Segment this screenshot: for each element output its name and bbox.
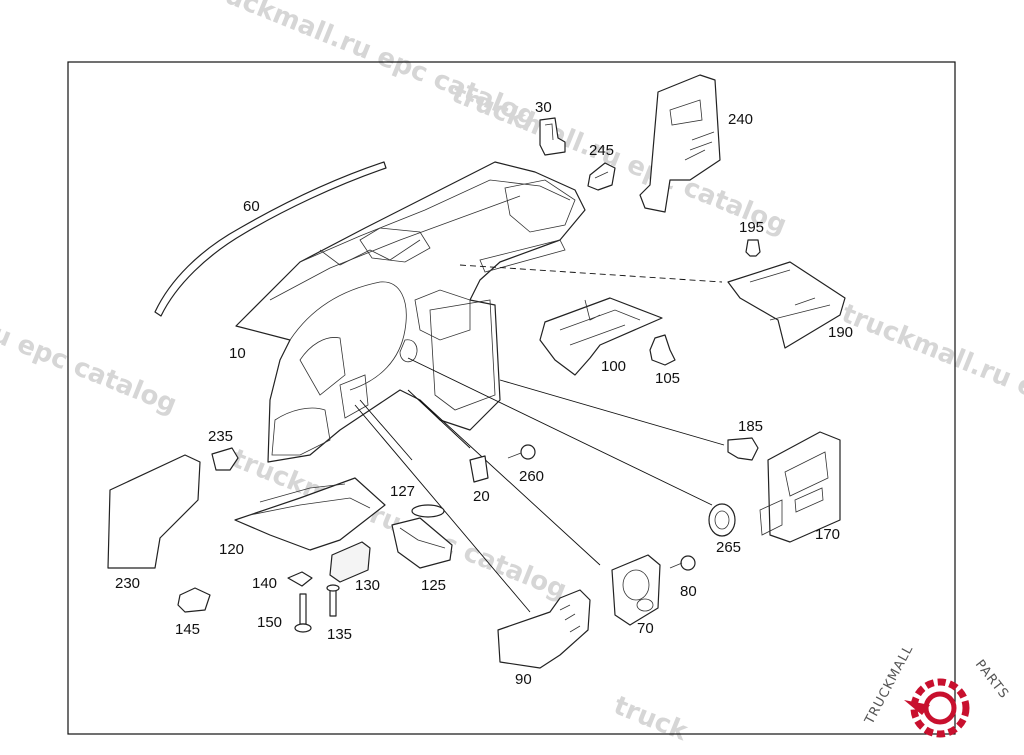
label-185: 185 bbox=[738, 418, 763, 435]
part-127-cap bbox=[411, 504, 445, 518]
part-190-cover bbox=[727, 261, 846, 349]
part-20-bracket bbox=[469, 455, 489, 483]
part-265-ring bbox=[708, 503, 736, 537]
leader-70 bbox=[419, 399, 601, 566]
part-10-dashboard bbox=[235, 161, 586, 463]
label-125: 125 bbox=[421, 577, 446, 594]
part-145-clip bbox=[177, 587, 211, 613]
leader-20 bbox=[407, 389, 471, 449]
label-230: 230 bbox=[115, 575, 140, 592]
part-30-bracket bbox=[539, 117, 566, 156]
part-185-clip bbox=[727, 437, 759, 461]
part-140-washer bbox=[287, 571, 313, 587]
logo-text-part1: TRUCKMALL bbox=[862, 642, 917, 727]
part-125-housing bbox=[391, 517, 453, 569]
label-135: 135 bbox=[327, 626, 352, 643]
part-260-nut bbox=[507, 444, 536, 460]
part-235-clip bbox=[211, 447, 239, 471]
part-150-screw bbox=[294, 593, 312, 633]
watermark-text-bottom2: truck bbox=[609, 691, 692, 748]
label-260: 260 bbox=[519, 468, 544, 485]
label-265: 265 bbox=[716, 539, 741, 556]
part-240-side-panel bbox=[639, 74, 721, 213]
part-labels: 30 245 240 60 195 190 10 100 105 185 235… bbox=[115, 99, 853, 688]
label-235: 235 bbox=[208, 428, 233, 445]
watermark-text-left: u epc catalog bbox=[0, 319, 181, 420]
label-190: 190 bbox=[828, 324, 853, 341]
label-170: 170 bbox=[815, 526, 840, 543]
part-230-mat bbox=[107, 454, 201, 569]
label-195: 195 bbox=[739, 219, 764, 236]
part-60-trim-strip bbox=[154, 161, 387, 317]
watermark-text-right: truckmall.ru e bbox=[837, 299, 1024, 404]
label-150: 150 bbox=[257, 614, 282, 631]
part-105-screw bbox=[649, 334, 676, 366]
part-245-clip bbox=[587, 162, 616, 191]
label-20: 20 bbox=[473, 488, 490, 505]
leader-265 bbox=[407, 357, 713, 506]
part-170-switch-panel bbox=[759, 431, 841, 543]
label-80: 80 bbox=[680, 583, 697, 600]
part-80-screw bbox=[669, 555, 696, 571]
part-130-switch bbox=[329, 541, 371, 583]
label-127: 127 bbox=[390, 483, 415, 500]
label-105: 105 bbox=[655, 370, 680, 387]
truckmallparts-logo: TRUCKMALL PARTS bbox=[862, 642, 1012, 738]
label-245: 245 bbox=[589, 142, 614, 159]
part-70-switch-unit bbox=[611, 554, 661, 626]
part-195-bulb bbox=[745, 239, 761, 257]
part-90-side-cover bbox=[497, 589, 591, 669]
leader-120 bbox=[359, 399, 413, 461]
label-240: 240 bbox=[728, 111, 753, 128]
label-145: 145 bbox=[175, 621, 200, 638]
part-100-frame bbox=[539, 297, 663, 376]
dashed-leader-190 bbox=[459, 264, 723, 283]
diagram-frame bbox=[67, 61, 956, 735]
label-30: 30 bbox=[535, 99, 552, 116]
part-135-bolt bbox=[326, 584, 340, 617]
label-120: 120 bbox=[219, 541, 244, 558]
leader-185 bbox=[499, 379, 725, 446]
label-130: 130 bbox=[355, 577, 380, 594]
label-70: 70 bbox=[637, 620, 654, 637]
label-90: 90 bbox=[515, 671, 532, 688]
label-140: 140 bbox=[252, 575, 277, 592]
part-120-lower-panel bbox=[234, 477, 386, 551]
label-100: 100 bbox=[601, 358, 626, 375]
label-10: 10 bbox=[229, 345, 246, 362]
label-60: 60 bbox=[243, 198, 260, 215]
gear-icon bbox=[904, 678, 970, 738]
logo-text-part2: PARTS bbox=[972, 657, 1012, 702]
